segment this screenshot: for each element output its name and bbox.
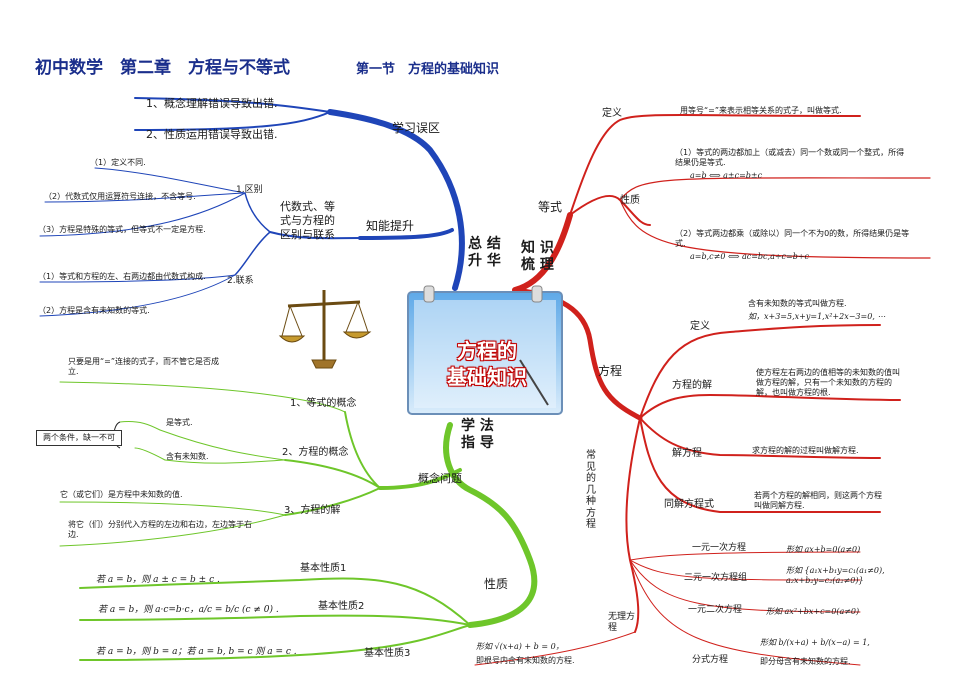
equality-def-text: 用等号“=”来表示相等关系的式子，叫做等式. bbox=[680, 106, 842, 115]
link-label: 2.联系 bbox=[227, 276, 254, 286]
center-topic: 方程的 基础知识 bbox=[432, 338, 542, 390]
solution-concept-text-2: 将它（们）分别代入方程的左边和右边，左边等于右边. bbox=[68, 520, 252, 539]
common-eq-4-form: 形如 b/(x+a) + b/(x−a) = 1, bbox=[760, 638, 870, 647]
hub-summary-line1: 总 结 bbox=[468, 236, 501, 252]
common-eq-1-form: 形如 ax+b=0(a≠0) bbox=[786, 545, 861, 554]
solution-text: 使方程左右两边的值相等的未知数的值叫做方程的解，只有一个未知数的方程的解，也叫做… bbox=[756, 368, 900, 397]
balance-scale-illustration bbox=[278, 290, 372, 369]
summary-branches bbox=[39, 97, 465, 317]
common-equations-label: 常见的几种方程 bbox=[586, 450, 596, 530]
difference-item-2: （2）代数式仅用运算符号连接，不含等号. bbox=[44, 192, 196, 201]
equality-label: 等式 bbox=[538, 200, 563, 214]
equation-def-text: 含有未知数的等式叫做方程. bbox=[748, 299, 847, 308]
common-eq-1-name: 一元一次方程 bbox=[692, 543, 747, 553]
study-error-item-1: 1、概念理解错误导致出错. bbox=[146, 97, 278, 110]
equation-concept-label: 2、方程的概念 bbox=[282, 447, 349, 458]
ability-label: 知能提升 bbox=[366, 219, 415, 233]
hub-method-line1: 学 法 bbox=[461, 418, 494, 434]
basic-property-2-text: 若 a = b，则 a·c=b·c，a/c = b/c (c ≠ 0) . bbox=[98, 605, 279, 615]
equality-prop2-text: （2）等式两边都乘（或除以）同一个不为0的数，所得结果仍是等式. bbox=[675, 229, 910, 248]
knowledge-branches bbox=[474, 114, 931, 666]
solution-concept-text-1: 它（或它们）是方程中未知数的值. bbox=[60, 490, 183, 499]
equality-prop2-formula: a=b,c≠0 ⟺ ac=bc,a÷c=b÷c bbox=[690, 252, 810, 261]
hub-knowledge-line2: 梳 理 bbox=[521, 257, 554, 273]
equality-prop1-text: （1）等式的两边都加上（或减去）同一个数或同一个整式，所得结果仍是等式. bbox=[675, 148, 905, 167]
common-eq-3-form: 形如 ax²+bx+c=0(a≠0) bbox=[766, 607, 860, 616]
same-solution-text: 若两个方程的解相同，则这两个方程叫做同解方程. bbox=[754, 491, 882, 510]
basic-property-1-text: 若 a = b，则 a ± c = b ± c . bbox=[96, 575, 220, 585]
hub-knowledge-line1: 知 识 bbox=[521, 240, 554, 256]
page-title: 初中数学 第二章 方程与不等式 bbox=[35, 58, 290, 78]
equation-label: 方程 bbox=[598, 364, 623, 378]
solution-concept-label: 3、方程的解 bbox=[284, 505, 341, 516]
condition-2: 含有未知数. bbox=[166, 452, 209, 461]
study-errors-label: 学习误区 bbox=[392, 121, 441, 135]
basic-property-3-text: 若 a = b，则 b = a；若 a = b, b = c 则 a = c . bbox=[96, 647, 297, 657]
conditions-box: 两个条件，缺一不可 bbox=[36, 430, 122, 446]
equality-prop-label: 性质 bbox=[620, 195, 640, 206]
difference-item-1: （1）定义不同. bbox=[90, 158, 146, 167]
method-branches bbox=[59, 381, 538, 661]
common-eq-3-name: 一元二次方程 bbox=[688, 605, 743, 615]
irrational-note: 即根号内含有未知数的方程. bbox=[476, 656, 575, 665]
solving-text: 求方程的解的过程叫做解方程. bbox=[752, 446, 859, 455]
solution-label: 方程的解 bbox=[672, 380, 712, 391]
common-eq-4-note: 即分母含有未知数的方程. bbox=[760, 657, 851, 666]
link-item-1: （1）等式和方程的左、右两边都由代数式构成. bbox=[38, 272, 206, 281]
irrational-form: 形如 √(x+a) + b = 0， bbox=[476, 642, 564, 651]
study-error-item-2: 2、性质运用错误导致出错. bbox=[146, 128, 278, 141]
equality-prop1-formula: a=b ⟺ a±c=b±c bbox=[690, 171, 763, 180]
equation-def-label: 定义 bbox=[690, 321, 710, 332]
concepts-label: 概念问题 bbox=[418, 472, 462, 485]
hub-method-line2: 指 导 bbox=[461, 435, 494, 451]
properties-label: 性质 bbox=[484, 577, 509, 591]
basic-property-2-label: 基本性质2 bbox=[318, 601, 365, 612]
hub-summary-line2: 升 华 bbox=[468, 253, 501, 269]
basic-property-1-label: 基本性质1 bbox=[300, 563, 347, 574]
equality-concept-text: 只要是用“=”连接的式子，而不管它是否成立. bbox=[68, 357, 219, 376]
equation-def-example: 如，x+3=5,x+y=1,x²+2x−3=0, ⋯ bbox=[748, 312, 886, 321]
solving-label: 解方程 bbox=[672, 448, 702, 459]
center-topic-line1: 方程的 bbox=[457, 339, 517, 363]
section-title: 第一节 方程的基础知识 bbox=[356, 62, 500, 77]
center-board bbox=[407, 285, 563, 415]
relation-label: 代数式、等式与方程的区别与联系 bbox=[280, 200, 335, 241]
link-item-2: （2）方程是含有未知数的等式. bbox=[38, 306, 150, 315]
center-topic-line2: 基础知识 bbox=[447, 365, 527, 389]
same-solution-label: 同解方程式 bbox=[664, 499, 714, 510]
common-eq-2-name: 二元一次方程组 bbox=[684, 573, 748, 583]
equality-concept-label: 1、等式的概念 bbox=[290, 398, 357, 409]
equality-def-label: 定义 bbox=[602, 108, 622, 119]
irrational-label: 无理方程 bbox=[608, 612, 636, 634]
difference-item-3: （3）方程是特殊的等式，但等式不一定是方程. bbox=[38, 225, 206, 234]
condition-1: 是等式. bbox=[166, 418, 193, 427]
basic-property-3-label: 基本性质3 bbox=[364, 648, 411, 659]
difference-label: 1.区别 bbox=[236, 185, 263, 195]
common-eq-4-name: 分式方程 bbox=[692, 655, 729, 665]
common-eq-2-form: 形如 {a₁x+b₁y=c₁(a₁≠0), a₂x+b₂y=c₂(a₂≠0)} bbox=[786, 566, 885, 585]
